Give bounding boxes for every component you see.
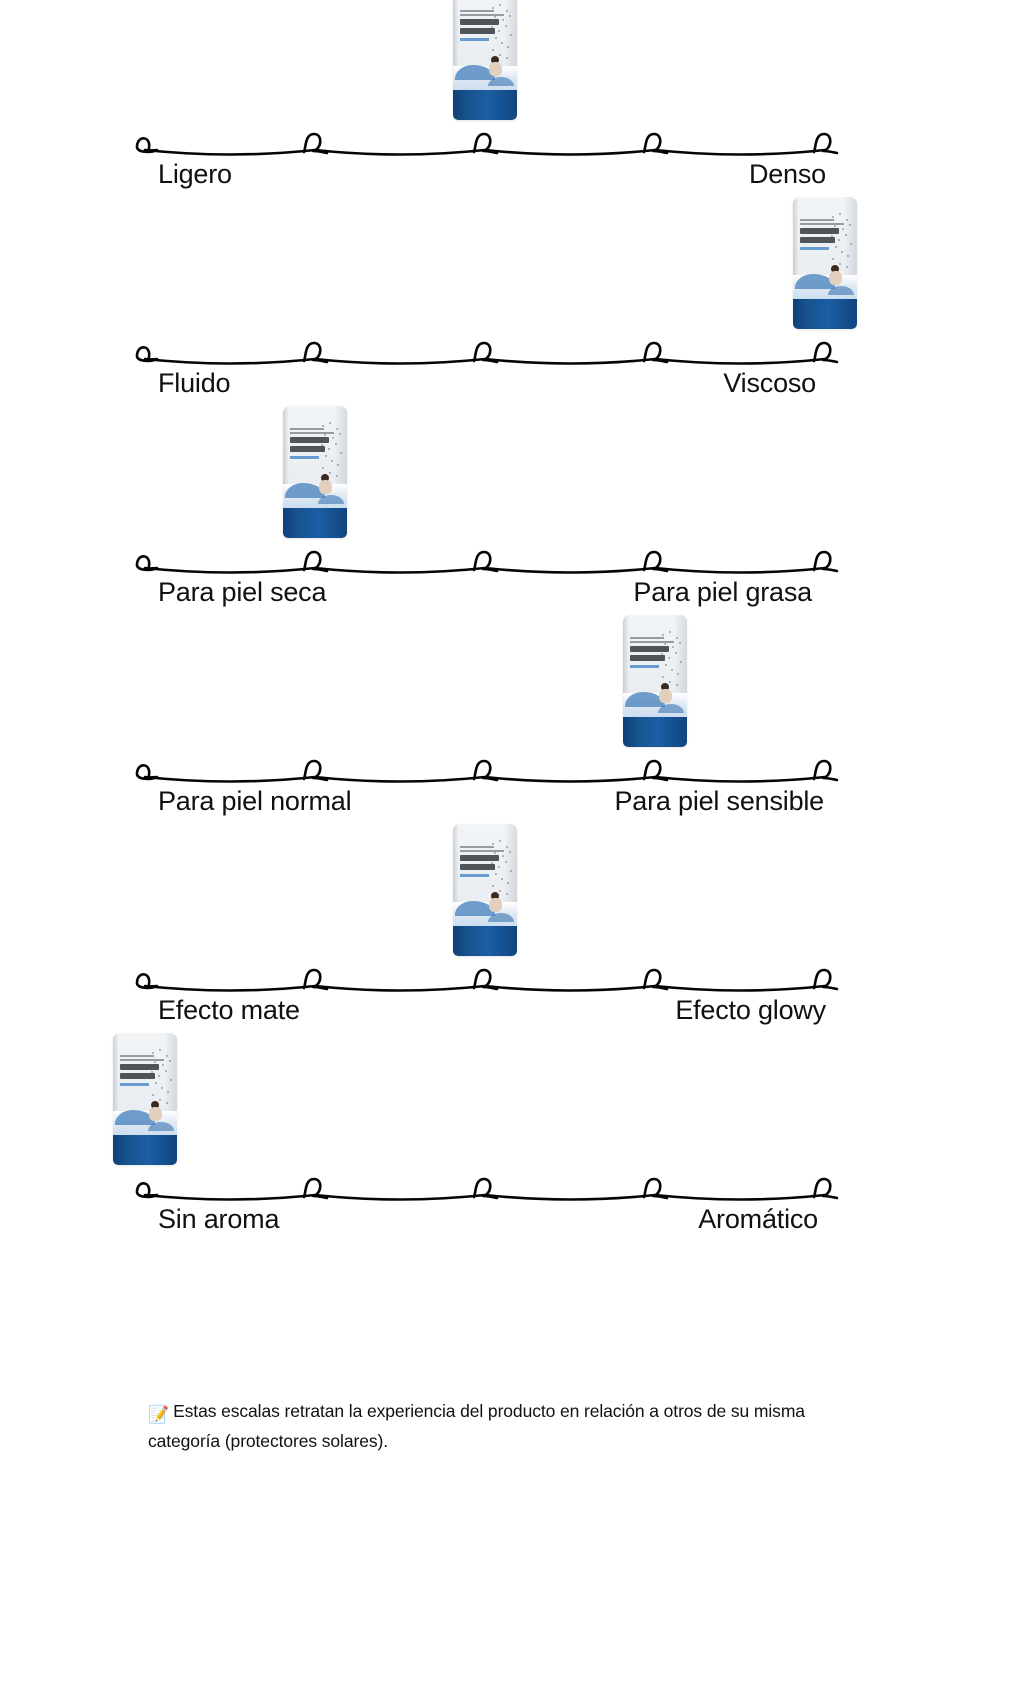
product-thumbnail [113, 1033, 177, 1165]
product-bottle [793, 197, 857, 329]
scale-row-skin-type-dry-oily: Para piel seca Para piel grasa [0, 406, 1024, 630]
wave-shape-secondary [488, 77, 514, 86]
product-thumbnail [453, 824, 517, 956]
footnote: 📝Estas escalas retratan la experiencia d… [148, 1398, 828, 1454]
product-label [120, 1055, 170, 1086]
scale-line [135, 956, 839, 1000]
product-thumbnail [283, 406, 347, 538]
wave-shape-secondary [488, 913, 514, 922]
scale-line [135, 329, 839, 373]
product-thumbnail [623, 615, 687, 747]
product-bottle [453, 824, 517, 956]
bubbles-decoration [490, 4, 512, 60]
bubbles-decoration [150, 1049, 172, 1105]
wave-shape [455, 65, 495, 80]
product-cap [283, 508, 347, 538]
swimmer-illustration [658, 683, 673, 705]
bubbles-decoration [660, 631, 682, 687]
product-label [460, 846, 510, 877]
scale-label-right-texture-weight: Denso [748, 159, 826, 189]
scale-row-skin-type-normal-sensitive: Para piel normal Para piel sensible [0, 615, 1024, 839]
product-label [800, 219, 850, 250]
wave-shape [625, 692, 665, 707]
wave-shape-secondary [318, 495, 344, 504]
scale-row-texture-weight: Ligero Denso [0, 0, 1024, 212]
scale-line [135, 538, 839, 582]
product-bottle [113, 1033, 177, 1165]
wave-shape [455, 901, 495, 916]
scale-label-left-skin-type-normal-sensitive: Para piel normal [158, 786, 352, 816]
scale-label-left-texture-weight: Ligero [158, 159, 232, 189]
scale-line [135, 747, 839, 791]
scale-label-left-finish-matte-glowy: Efecto mate [158, 995, 300, 1025]
bubbles-decoration [490, 840, 512, 896]
product-label [460, 10, 510, 41]
product-bottle [283, 406, 347, 538]
scale-label-right-skin-type-normal-sensitive: Para piel sensible [614, 786, 824, 816]
product-cap [113, 1135, 177, 1165]
product-cap [453, 90, 517, 120]
wave-shape-secondary [828, 286, 854, 295]
scale-label-left-fragrance: Sin aroma [158, 1204, 280, 1234]
bubbles-decoration [830, 213, 852, 269]
scale-row-texture-flow: Fluido Viscoso [0, 197, 1024, 421]
product-thumbnail [453, 0, 517, 120]
product-bottle [623, 615, 687, 747]
swimmer-illustration [828, 265, 843, 287]
swimmer-illustration [148, 1101, 163, 1123]
scale-label-right-skin-type-dry-oily: Para piel grasa [633, 577, 812, 607]
swimmer-illustration [318, 474, 333, 496]
footnote-text: Estas escalas retratan la experiencia de… [148, 1401, 805, 1451]
scale-label-left-texture-flow: Fluido [158, 368, 231, 398]
scale-label-left-skin-type-dry-oily: Para piel seca [158, 577, 327, 607]
product-thumbnail [793, 197, 857, 329]
scale-label-right-fragrance: Aromático [698, 1204, 818, 1234]
wave-shape-secondary [658, 704, 684, 713]
wave-shape-secondary [148, 1122, 174, 1131]
scale-row-finish-matte-glowy: Efecto mate Efecto glowy [0, 824, 1024, 1048]
product-cap [793, 299, 857, 329]
wave-shape [115, 1110, 155, 1125]
product-bottle [453, 0, 517, 120]
memo-icon: 📝 [148, 1405, 170, 1424]
scale-row-fragrance: Sin aroma Aromático [0, 1033, 1024, 1257]
swimmer-illustration [488, 892, 503, 914]
product-label [290, 428, 340, 459]
bubbles-decoration [320, 422, 342, 478]
product-label [630, 637, 680, 668]
scale-label-right-finish-matte-glowy: Efecto glowy [675, 995, 826, 1025]
scale-line [135, 1165, 839, 1209]
wave-shape [285, 483, 325, 498]
wave-shape [795, 274, 835, 289]
product-cap [453, 926, 517, 956]
scale-line [135, 120, 839, 164]
swimmer-illustration [488, 56, 503, 78]
scale-label-right-texture-flow: Viscoso [723, 368, 816, 398]
product-cap [623, 717, 687, 747]
